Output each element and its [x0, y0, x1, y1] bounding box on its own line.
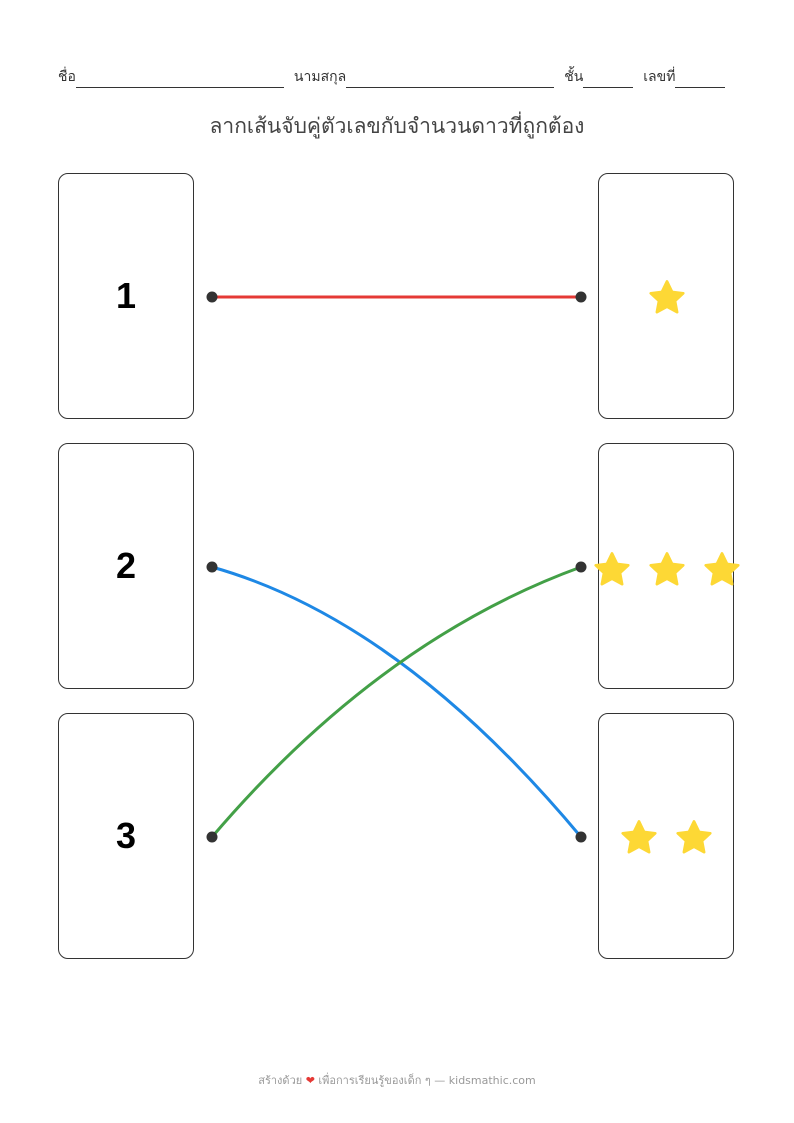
surname-field[interactable]	[346, 71, 555, 88]
star-icon	[649, 552, 685, 586]
number-label: 2	[115, 545, 137, 586]
name-label: ชื่อ	[58, 69, 76, 85]
star-icon	[594, 552, 630, 586]
connector-dot[interactable]	[575, 291, 587, 303]
star-icon	[704, 552, 740, 586]
student-info-header: ชื่อ นามสกุล ชั้น เลขที่	[58, 66, 748, 88]
match-line-green[interactable]	[210, 565, 582, 838]
number-label: 3	[115, 815, 137, 856]
number-field[interactable]	[675, 71, 726, 88]
class-field[interactable]	[583, 71, 634, 88]
connector-dot[interactable]	[206, 831, 218, 843]
connector-dot[interactable]	[206, 291, 218, 303]
number-label: 1	[115, 275, 137, 316]
number-label: เลขที่	[643, 69, 676, 85]
number-card: 3	[58, 713, 194, 959]
heart-icon: ❤	[305, 1074, 315, 1087]
connector-dot[interactable]	[575, 561, 587, 573]
footer-text: เพื่อการเรียนรู้ของเด็ก ๆ — kidsmathic.c…	[318, 1074, 536, 1087]
page-title: ลากเส้นจับคู่ตัวเลขกับจำนวนดาวที่ถูกต้อง	[209, 114, 585, 138]
match-line-blue[interactable]	[211, 565, 583, 838]
star-icon	[649, 280, 685, 314]
star-icon	[676, 820, 712, 854]
connector-dot[interactable]	[575, 831, 587, 843]
star-card	[598, 713, 734, 959]
star-card	[598, 173, 734, 419]
number-card: 1	[58, 173, 194, 419]
surname-label: นามสกุล	[293, 69, 347, 85]
footer: สร้างด้วย ❤ เพื่อการเรียนรู้ของเด็ก ๆ — …	[0, 1071, 794, 1089]
connector-dot[interactable]	[206, 561, 218, 573]
footer-prefix: สร้างด้วย	[258, 1074, 303, 1087]
number-card: 2	[58, 443, 194, 689]
name-field[interactable]	[75, 71, 284, 88]
class-label: ชั้น	[564, 69, 584, 85]
star-icon	[621, 820, 657, 854]
